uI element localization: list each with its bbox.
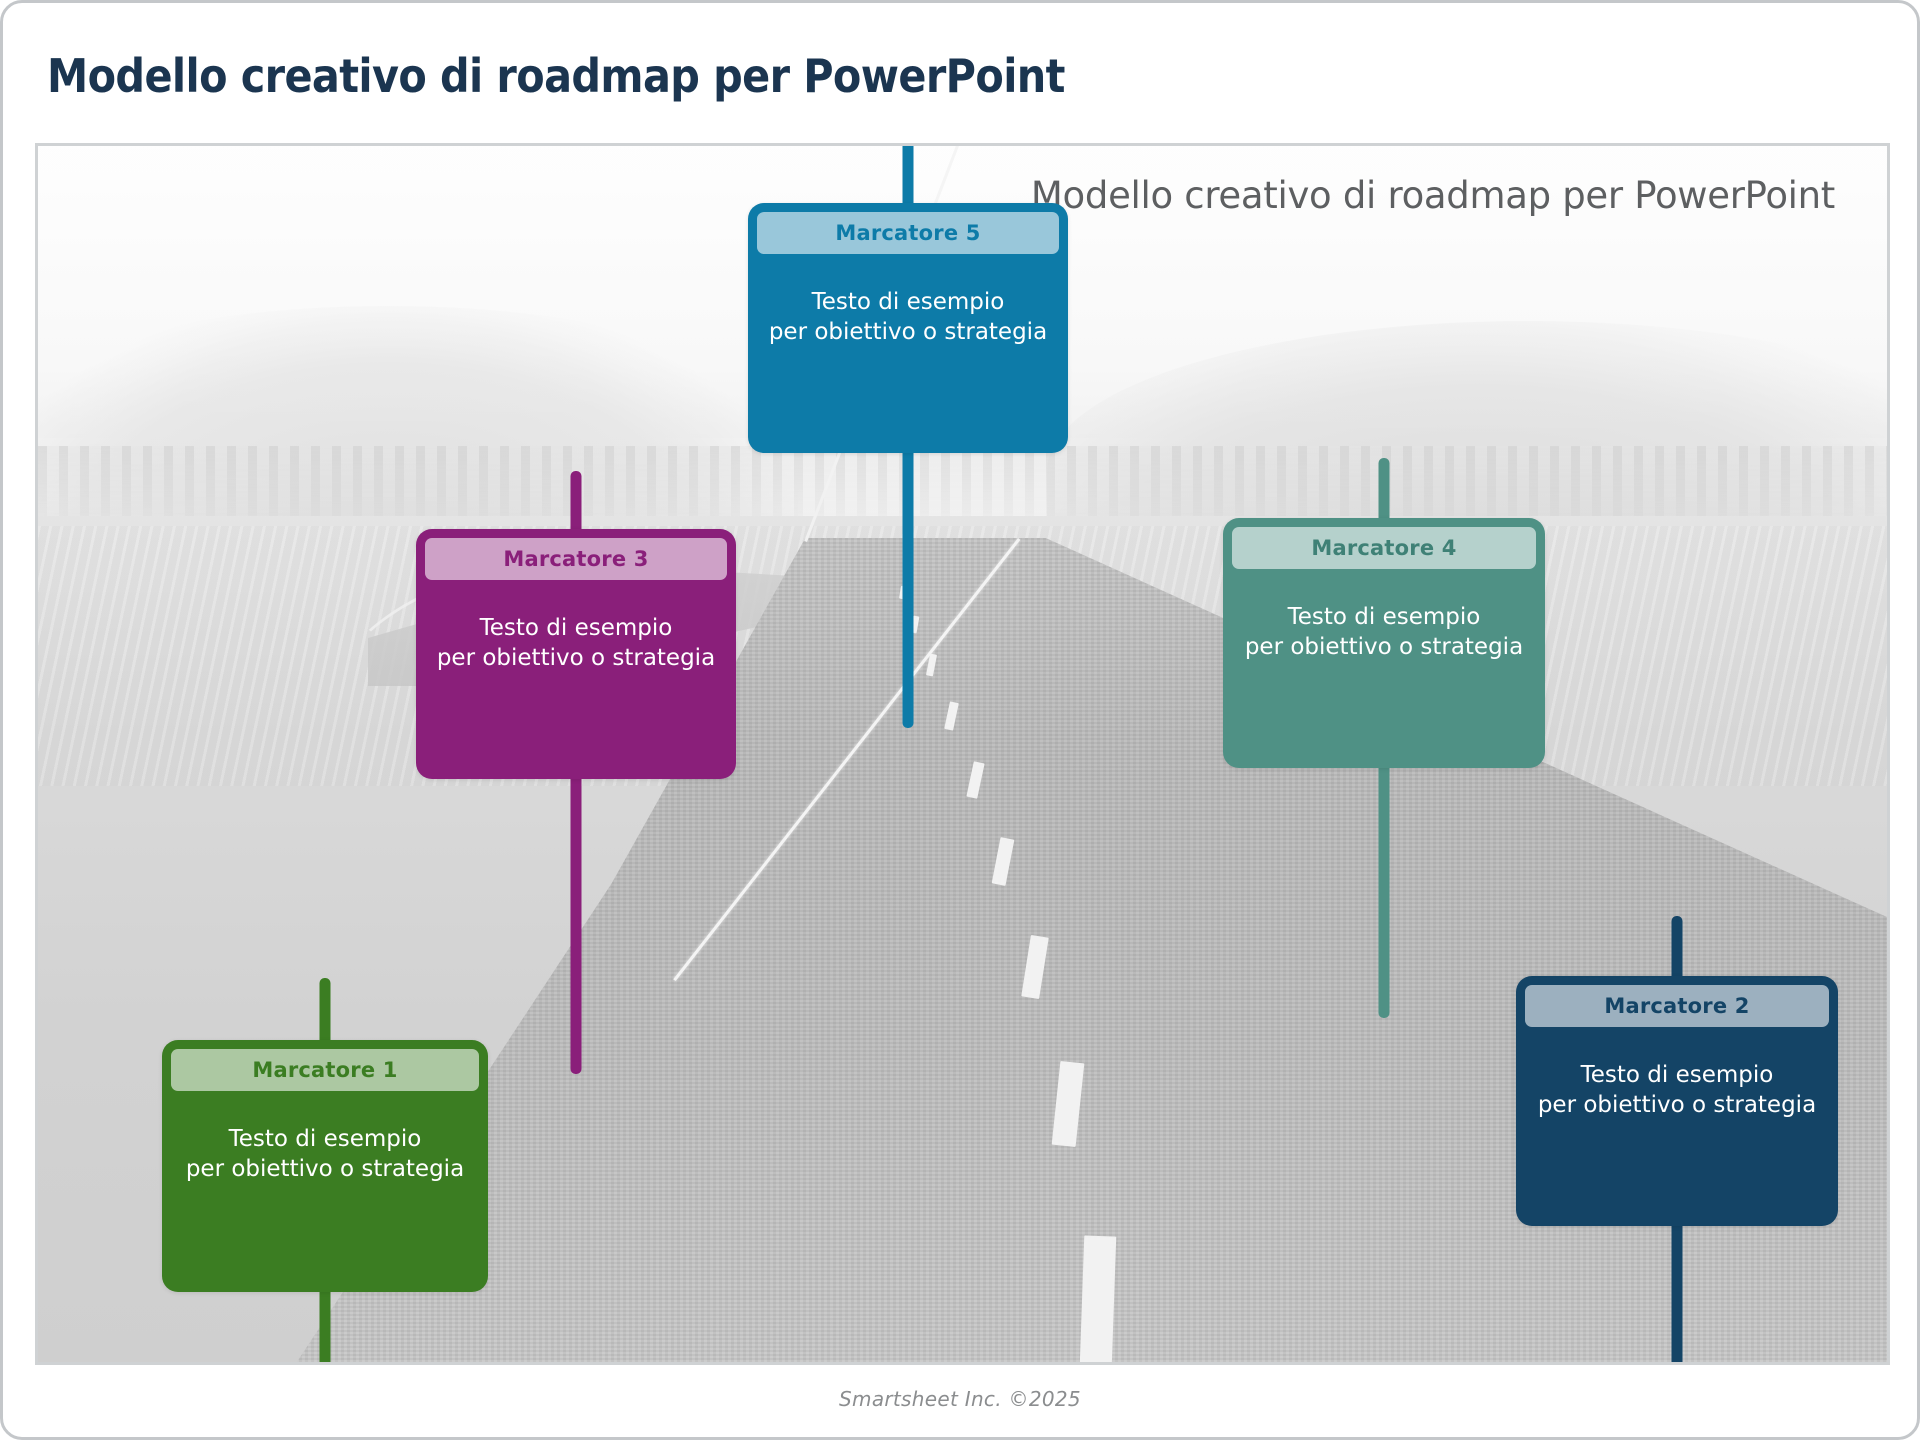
page-title: Modello creativo di roadmap per PowerPoi… — [47, 49, 1065, 103]
marker-5-body-text: Testo di esempio per obiettivo o strateg… — [768, 289, 1048, 345]
marker-2-body: Testo di esempio per obiettivo o strateg… — [1525, 1027, 1829, 1217]
marker-1[interactable]: Marcatore 1 Testo di esempio per obietti… — [162, 978, 488, 1362]
marker-5-sign[interactable]: Marcatore 5 Testo di esempio per obietti… — [748, 203, 1068, 453]
marker-2-sign[interactable]: Marcatore 2 Testo di esempio per obietti… — [1516, 976, 1838, 1226]
illustration-frame: Modello creativo di roadmap per PowerPoi… — [35, 143, 1890, 1365]
marker-3-label: Marcatore 3 — [503, 547, 649, 571]
marker-4-post-lower — [1378, 518, 1390, 1018]
footer-copyright: Smartsheet Inc. ©2025 — [839, 1387, 1081, 1411]
marker-3-body-text: Testo di esempio per obiettivo o strateg… — [436, 615, 716, 671]
marker-3-post-upper — [570, 471, 582, 536]
marker-1-label-bar: Marcatore 1 — [171, 1049, 479, 1091]
marker-4-sign[interactable]: Marcatore 4 Testo di esempio per obietti… — [1223, 518, 1545, 768]
marker-5-body: Testo di esempio per obiettivo o strateg… — [757, 254, 1059, 444]
marker-2[interactable]: Marcatore 2 Testo di esempio per obietti… — [1516, 916, 1838, 1362]
road-dash — [1079, 1235, 1117, 1362]
marker-2-post-upper — [1671, 916, 1683, 984]
marker-5-label-bar: Marcatore 5 — [757, 212, 1059, 254]
marker-4-post-upper — [1378, 458, 1390, 526]
marker-3-sign[interactable]: Marcatore 3 Testo di esempio per obietti… — [416, 529, 736, 779]
marker-5-label: Marcatore 5 — [835, 221, 981, 245]
marker-1-post-upper — [319, 978, 331, 1048]
scene-caption: Modello creativo di roadmap per PowerPoi… — [1030, 174, 1835, 217]
marker-3-post-lower — [570, 529, 582, 1074]
marker-4-label-bar: Marcatore 4 — [1232, 527, 1536, 569]
marker-5-post-lower — [902, 203, 914, 728]
marker-1-body-text: Testo di esempio per obiettivo o strateg… — [185, 1126, 465, 1182]
marker-2-body-text: Testo di esempio per obiettivo o strateg… — [1537, 1062, 1817, 1118]
marker-4[interactable]: Marcatore 4 Testo di esempio per obietti… — [1223, 458, 1545, 1018]
marker-4-label: Marcatore 4 — [1311, 536, 1457, 560]
marker-4-body-text: Testo di esempio per obiettivo o strateg… — [1244, 604, 1524, 660]
marker-5[interactable]: Marcatore 5 Testo di esempio per obietti… — [748, 146, 1068, 731]
marker-4-body: Testo di esempio per obiettivo o strateg… — [1232, 569, 1536, 759]
marker-3-label-bar: Marcatore 3 — [425, 538, 727, 580]
marker-1-label: Marcatore 1 — [252, 1058, 398, 1082]
marker-1-body: Testo di esempio per obiettivo o strateg… — [171, 1091, 479, 1283]
marker-2-label-bar: Marcatore 2 — [1525, 985, 1829, 1027]
marker-1-sign[interactable]: Marcatore 1 Testo di esempio per obietti… — [162, 1040, 488, 1292]
marker-3[interactable]: Marcatore 3 Testo di esempio per obietti… — [416, 471, 736, 1074]
marker-2-label: Marcatore 2 — [1604, 994, 1750, 1018]
marker-3-body: Testo di esempio per obiettivo o strateg… — [425, 580, 727, 770]
marker-5-post-upper — [902, 146, 914, 211]
